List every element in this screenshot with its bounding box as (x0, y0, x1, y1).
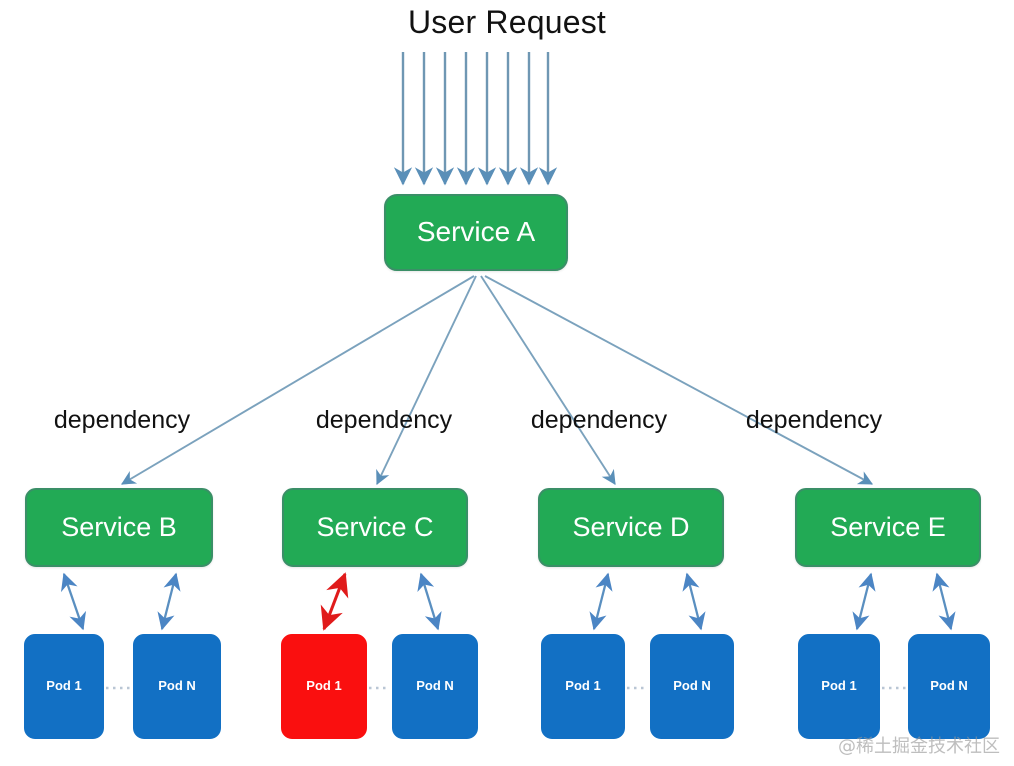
service-node-label: Service E (830, 511, 946, 542)
service-node-label: Service C (316, 511, 434, 542)
pod-link-c-n (417, 572, 442, 631)
pod-node-b-n[interactable]: Pod N (133, 634, 221, 739)
pod-link-d-n (682, 572, 706, 631)
page-title: User Request (407, 4, 607, 40)
pod-node-e-1[interactable]: Pod 1 (798, 634, 880, 739)
pod-link-e-n (932, 572, 956, 631)
pod-node-label: Pod N (416, 678, 454, 694)
pod-node-label: Pod 1 (821, 678, 857, 694)
dependency-label-text: dependency (530, 406, 668, 434)
pod-link-c-1-failed (320, 572, 349, 631)
pod-links (60, 572, 956, 631)
pod-link-e-1 (852, 572, 876, 631)
pod-node-b-1[interactable]: Pod 1 (24, 634, 104, 739)
pod-node-label: Pod 1 (306, 678, 342, 694)
pod-node-label: Pod N (930, 678, 968, 694)
pod-link-b-n (157, 572, 181, 631)
watermark: @稀土掘金技术社区 (838, 736, 1000, 757)
service-node-label: Service A (416, 216, 536, 248)
dependency-label: dependency (714, 406, 914, 435)
dependency-edge-a-c (376, 275, 477, 486)
pod-node-c-1[interactable]: Pod 1 (281, 634, 367, 739)
service-node-d[interactable]: Service D (538, 488, 724, 567)
dependency-edge-a-d (480, 275, 616, 485)
pod-node-c-n[interactable]: Pod N (392, 634, 478, 739)
pod-node-e-n[interactable]: Pod N (908, 634, 990, 739)
pod-node-d-n[interactable]: Pod N (650, 634, 734, 739)
pod-node-label: Pod N (673, 678, 711, 694)
pod-node-label: Pod 1 (565, 678, 601, 694)
dependency-label: dependency (22, 406, 222, 435)
service-node-c[interactable]: Service C (282, 488, 468, 567)
user-request-arrows (393, 52, 558, 186)
dependency-edge-a-b (121, 275, 475, 485)
service-node-b[interactable]: Service B (25, 488, 213, 567)
dependency-label-text: dependency (315, 406, 453, 434)
pod-link-b-1 (60, 572, 87, 631)
dependency-label: dependency (499, 406, 699, 435)
pod-node-label: Pod N (158, 678, 196, 694)
dependency-edges (121, 275, 874, 486)
service-node-label: Service B (61, 511, 177, 542)
dependency-label: dependency (284, 406, 484, 435)
pod-links-failed (320, 572, 349, 631)
dependency-label-text: dependency (745, 406, 883, 434)
service-node-a[interactable]: Service A (384, 194, 568, 271)
dependency-label-text: dependency (53, 406, 191, 434)
pod-link-d-1 (589, 572, 613, 631)
service-node-label: Service D (572, 511, 690, 542)
pod-node-label: Pod 1 (46, 678, 82, 694)
service-node-e[interactable]: Service E (795, 488, 981, 567)
dependency-edge-a-e (484, 275, 874, 485)
pod-node-d-1[interactable]: Pod 1 (541, 634, 625, 739)
